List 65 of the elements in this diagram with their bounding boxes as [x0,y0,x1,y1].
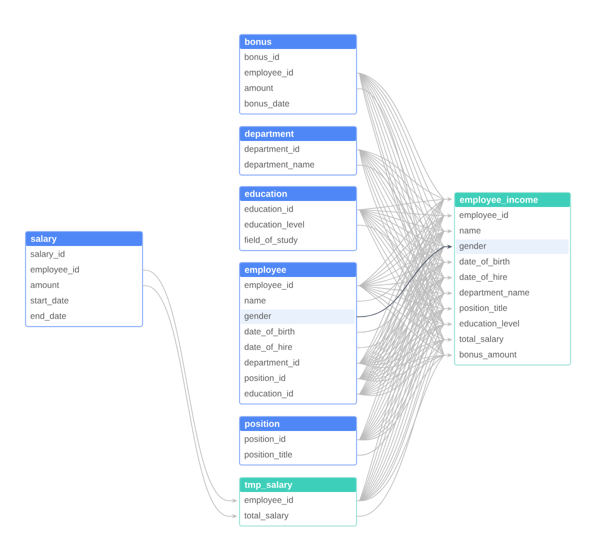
lineage-line [359,246,444,318]
lineage-line [359,339,444,380]
field-row: position_title [244,451,360,460]
field-row: start_date [30,297,68,306]
field-row: date_of_birth [460,258,510,266]
field-row: salary_id [30,250,64,259]
lineage-line [359,215,444,286]
field-row: gender [240,309,360,324]
field-row: name [244,298,360,304]
lineage-line [359,308,444,380]
lineage-line [359,262,444,333]
field-row: end_date [30,312,66,321]
lineage-line [359,339,444,365]
field-row: employee_id [460,212,508,220]
lineage-line [359,277,444,348]
field-row: amount [30,282,146,288]
field-row: date_of_hire [244,344,360,352]
lineage-line [359,262,444,286]
field-row: employee_id [244,496,360,505]
field-row: department_id [244,359,360,368]
field-row: employee_id [244,282,360,290]
lineage-line [359,149,444,200]
field-row: bonus_id [244,54,279,62]
field-row: department_name [460,289,530,298]
field-row: date_of_hire [460,274,508,282]
lineage-line [359,354,444,382]
field-row: bonus_amount [460,351,517,360]
field-row: department_id [244,146,360,154]
field-row: amount [244,85,360,92]
lineage-line [359,292,444,380]
field-row: position_title [460,304,508,313]
lineage-line [359,354,444,440]
lineage-line [359,308,444,395]
field-row: total_salary [459,336,504,344]
lineage-line [359,308,444,364]
lineage-line [359,354,444,368]
lineage-line [359,285,444,325]
lineage-line [359,285,444,340]
lineage-line [359,149,444,216]
lineage-line [359,198,444,210]
field-row: education_id [244,206,360,214]
field-row: education_level [460,320,519,328]
lineage-line [359,209,444,294]
lineage-line [359,209,444,232]
field-row: field_of_study [244,236,298,245]
field-row: gender [456,239,569,254]
field-row: education_level [244,221,360,230]
lineage-line [359,354,444,396]
lineage-line [359,277,444,286]
field-row: employee_id [30,266,146,274]
field-row: position_id [244,436,360,444]
field-row: date_of_birth [244,328,360,336]
field-row: position_id [244,374,360,383]
field-row: name [460,228,481,234]
field-row: department_name [244,161,360,170]
field-row: bonus_date [244,100,290,108]
field-row: total_salary [244,512,360,520]
field-row: education_id [244,390,360,398]
lineage-line [359,285,444,356]
lineage-line [359,198,444,286]
field-row: employee_id [244,69,360,78]
lineage-line [359,149,444,232]
lineage-line [359,339,444,395]
lineage-line [359,209,444,248]
lineage-line [359,230,444,302]
